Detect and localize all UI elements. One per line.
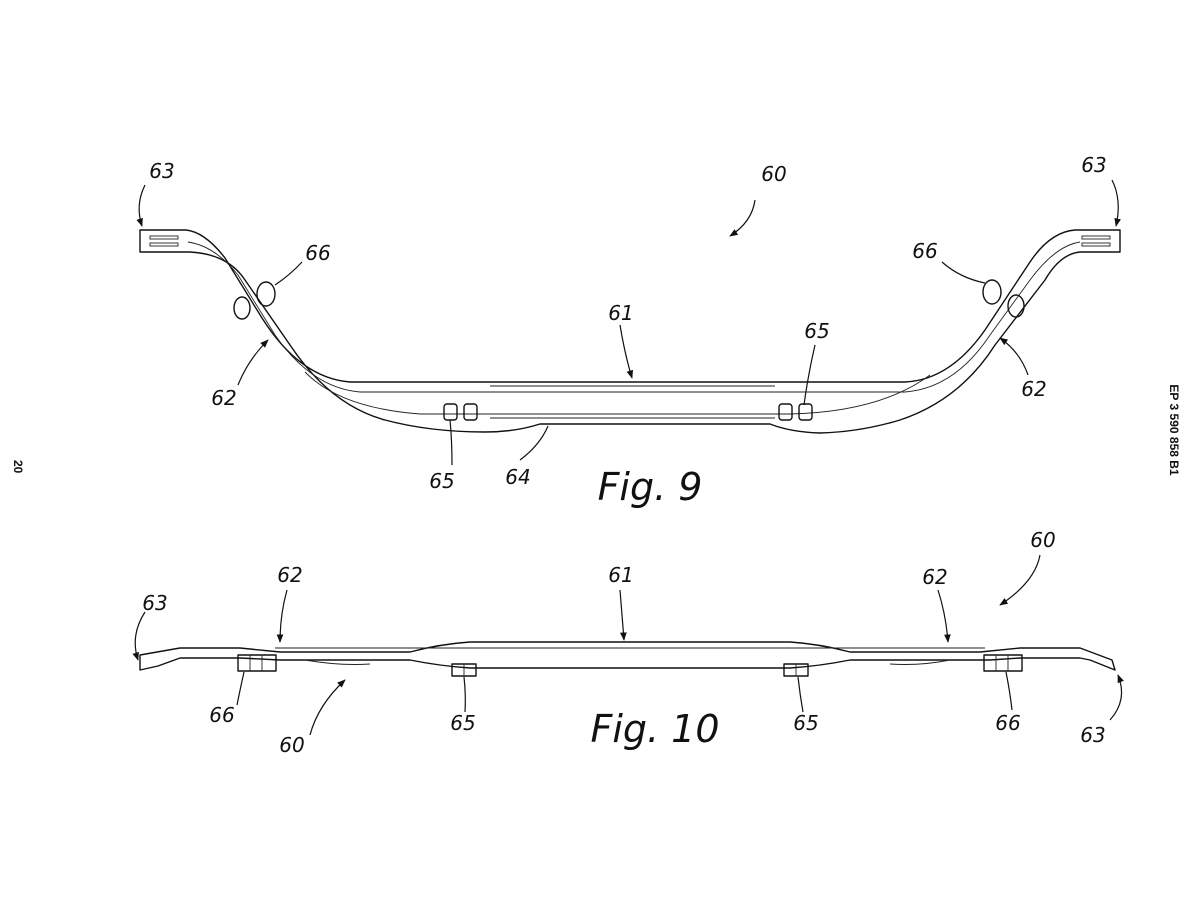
fig9-boss-left-upper <box>256 281 276 307</box>
fig9-leader-63-left <box>136 184 146 227</box>
fig9-boss-left-lower <box>233 296 251 320</box>
fig10-label-65-left: 65 <box>450 711 475 735</box>
fig9-leader-62-left <box>237 339 269 386</box>
fig10-label-66-right: 66 <box>995 711 1020 735</box>
fig10-leader-60-bottom <box>309 679 346 736</box>
fig10-underside-left <box>304 659 371 665</box>
fig9-label-66-left: 66 <box>305 241 330 265</box>
fig10-underside-right <box>889 659 951 665</box>
fig10-leader-65-left <box>463 676 466 713</box>
fig10-leader-63-right <box>1109 674 1124 721</box>
fig9-boss-right-lower <box>1007 294 1025 318</box>
fig9-leader-65-left <box>449 419 453 466</box>
fig9-bracket-outer <box>139 229 1121 434</box>
fig9-label-66-right: 66 <box>912 239 937 263</box>
figure-9: 63 63 60 66 66 61 65 62 62 65 64 Fig. 9 <box>136 153 1121 509</box>
fig9-label-60: 60 <box>761 162 786 186</box>
fig9-end-slots-left <box>149 235 179 247</box>
fig9-label-64: 64 <box>505 465 530 489</box>
fig10-boss-right <box>983 654 1023 672</box>
fig9-leader-60 <box>729 199 756 237</box>
fig10-leader-63-left <box>132 611 146 661</box>
fig9-label-65-right: 65 <box>804 319 829 343</box>
fig9-end-slots-right <box>1081 235 1111 247</box>
fig10-label-62-right: 62 <box>922 565 947 589</box>
fig9-inner-line-left <box>187 241 905 393</box>
fig9-label-63-left: 63 <box>149 159 174 183</box>
fig9-caption: Fig. 9 <box>598 465 703 509</box>
fig9-label-62-left: 62 <box>211 386 236 410</box>
fig10-caption: Fig. 10 <box>590 707 719 751</box>
fig10-leader-65-right <box>797 676 804 713</box>
fig10-label-63-left: 63 <box>142 591 167 615</box>
fig9-leader-62-right <box>999 337 1029 376</box>
fig9-label-65-left: 65 <box>429 469 454 493</box>
publication-number: EP 3 590 858 B1 <box>1167 384 1181 476</box>
fig9-lower-line <box>304 371 931 415</box>
fig10-label-65-right: 65 <box>793 711 818 735</box>
fig10-clip-left <box>451 663 477 677</box>
fig9-clip-left <box>443 403 478 421</box>
fig10-label-66-left: 66 <box>209 703 234 727</box>
fig10-leader-60-top <box>999 554 1041 606</box>
fig9-leader-66-right <box>941 261 986 284</box>
fig9-label-63-right: 63 <box>1081 153 1106 177</box>
fig9-leader-61 <box>619 324 634 379</box>
fig9-boss-right-upper <box>982 279 1002 305</box>
figure-10: 63 62 61 62 60 66 60 65 65 66 63 Fig. 10 <box>132 528 1124 757</box>
fig10-label-61: 61 <box>608 563 633 587</box>
fig10-label-62-left: 62 <box>277 563 302 587</box>
fig10-label-63-right: 63 <box>1080 723 1105 747</box>
fig10-body-outline <box>139 641 1116 671</box>
fig10-label-60-top: 60 <box>1030 528 1055 552</box>
fig10-leader-62-left <box>276 589 288 643</box>
fig9-clip-right <box>778 403 813 421</box>
fig10-leader-62-right <box>937 589 951 643</box>
fig10-clip-right <box>783 663 809 677</box>
fig9-inner-line-right <box>904 241 1081 393</box>
fig10-label-60-bottom: 60 <box>279 733 304 757</box>
fig9-leader-65-right <box>803 344 816 406</box>
fig10-leader-66-right <box>1005 671 1013 711</box>
fig10-leader-66-left <box>236 671 245 706</box>
fig9-leader-63-right <box>1111 179 1121 227</box>
fig10-boss-left <box>237 654 277 672</box>
page-number: 20 <box>11 460 25 474</box>
fig9-leader-66-left <box>274 261 303 286</box>
fig9-label-62-right: 62 <box>1021 377 1046 401</box>
fig9-leader-64 <box>519 425 549 461</box>
fig10-leader-61 <box>619 589 627 641</box>
fig9-label-61: 61 <box>608 301 633 325</box>
